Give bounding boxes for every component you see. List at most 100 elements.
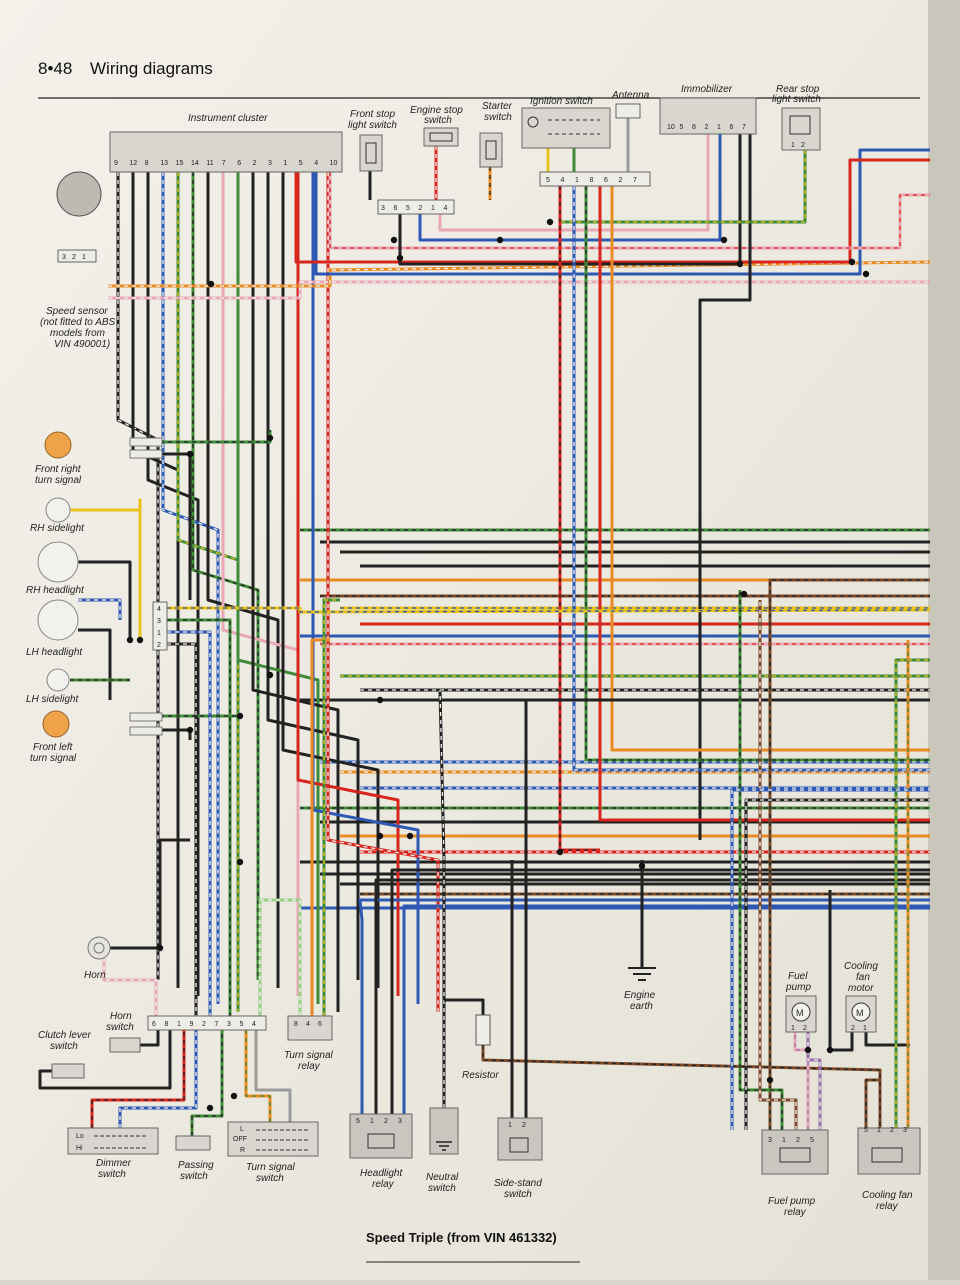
wire-black-137: [524, 698, 930, 1118]
pin-label: 2: [705, 124, 709, 131]
wire-grey-121: [254, 1030, 292, 1122]
wire-junction: [186, 450, 194, 458]
pin-label: 13: [160, 160, 168, 167]
wire-blue-54: [311, 172, 420, 1004]
pin-label: 7: [742, 124, 746, 131]
wire-junction: [186, 726, 194, 734]
wire-tracer-black-153: [865, 1079, 880, 1130]
pin-label: 1: [370, 1118, 374, 1125]
wire-blue-66: [418, 134, 722, 242]
wire-tracer-white-105: [167, 631, 211, 1016]
wire-green-black-102: [167, 618, 232, 1016]
wire-junction: [766, 1076, 774, 1084]
wire-tracer-white-144: [759, 600, 797, 1130]
diagram-caption: Speed Triple (from VIN 461332): [366, 1230, 557, 1245]
wire-junction: [266, 671, 274, 679]
horn-switch-label-1: Horn: [110, 1011, 132, 1022]
pin-label: 2: [619, 177, 623, 184]
wire-junction: [266, 434, 274, 442]
pin-label: 1: [177, 1021, 181, 1028]
pin-label: 10: [330, 160, 338, 167]
front-stop-light-switch: Front stop light switch: [348, 109, 397, 172]
pin-label: 3: [227, 1021, 231, 1028]
wire-junction: [236, 858, 244, 866]
lh-sidelight: LH sidelight: [26, 668, 79, 705]
front-right-turn-signal: Front right turn signal: [35, 431, 163, 486]
pin-label: 1: [283, 160, 287, 167]
pin-label: 1: [863, 1025, 867, 1032]
wire-layer: [38, 118, 931, 1136]
wire-junction: [862, 270, 870, 278]
wire-tracer-white-132: [439, 689, 445, 1108]
wire-tracer-black-118: [191, 1030, 223, 1136]
fuel-relay-label-1: Fuel pump: [768, 1196, 816, 1207]
fan-motor-label-1: Cooling: [844, 961, 878, 972]
turn-switch-label-1: Turn signal: [246, 1162, 296, 1173]
wire-black-108: [110, 838, 190, 950]
fan-relay-label-2: relay: [876, 1201, 899, 1212]
page-number: 8•48: [38, 59, 72, 78]
junction-layer: [126, 218, 870, 1112]
fan-motor-symbol: M: [856, 1008, 864, 1018]
pin-label: 6: [318, 1021, 322, 1028]
wire-junction: [390, 236, 398, 244]
wire-tracer-white-123: [259, 899, 301, 1016]
wire-junction: [206, 1104, 214, 1112]
rh-sidelight: RH sidelight: [30, 497, 85, 534]
pin-label: 8: [590, 177, 594, 184]
wire-junction: [406, 832, 414, 840]
pin-label: 6: [152, 1021, 156, 1028]
dimmer-hi: Hi: [76, 1145, 83, 1152]
neutral-switch: Neutral switch: [426, 1107, 459, 1194]
pin-label: 3: [398, 1118, 402, 1125]
wire-tracer-white-159: [731, 789, 930, 1130]
wire-black-150: [830, 1032, 854, 1052]
engine-stop-label-1: Engine stop: [410, 105, 463, 116]
engine-earth-label-2: earth: [630, 1001, 653, 1012]
wire-junction: [848, 258, 856, 266]
fan-relay-label-1: Cooling fan: [862, 1190, 913, 1201]
pin-label: 2: [157, 642, 161, 649]
rh-headlight: RH headlight: [26, 541, 85, 596]
wire-junction: [496, 236, 504, 244]
instrument-cluster-label: Instrument cluster: [188, 113, 268, 124]
neutral-switch-label-2: switch: [428, 1183, 456, 1194]
pin-label: 2: [522, 1122, 526, 1129]
wire-junction: [136, 636, 144, 644]
pin-label: 7: [633, 177, 637, 184]
speed-sensor-label-2: (not fitted to ABS: [40, 317, 116, 328]
passing-switch-label-2: switch: [180, 1171, 208, 1182]
pin-label: 8: [145, 160, 149, 167]
wire-tracer-purple-146: [794, 1032, 809, 1130]
pin-label: 6: [394, 205, 398, 212]
wire-yellow-90: [70, 498, 142, 640]
resistor: Resistor: [462, 1014, 499, 1081]
front-right-turn-label-1: Front right: [35, 464, 82, 475]
wire-junction: [826, 1046, 834, 1054]
turn-switch-r: R: [240, 1147, 245, 1154]
front-left-turn-label-1: Front left: [33, 742, 74, 753]
pin-label: 2: [890, 1127, 894, 1134]
front-stop-label-1: Front stop: [350, 109, 395, 120]
dimmer-switch-label-1: Dimmer: [96, 1158, 132, 1169]
pin-label: 1: [877, 1127, 881, 1134]
pin-label: 2: [72, 254, 76, 261]
antenna-label: Antenna: [611, 90, 650, 101]
page-edge-shadow: [928, 0, 960, 1280]
wire-tracer-white-148: [807, 1032, 821, 1130]
front-right-turn-label-2: turn signal: [35, 475, 82, 486]
rear-stop-label-2: light switch: [772, 94, 821, 105]
wire-blue-130: [402, 904, 930, 1114]
pin-label: 3: [62, 254, 66, 261]
pin-label: 2: [419, 205, 423, 212]
fuel-pump-label-1: Fuel: [788, 971, 808, 982]
pin-label: 5: [864, 1127, 868, 1134]
wire-tracer-white-42: [162, 172, 219, 1004]
pin-label: 8: [165, 1021, 169, 1028]
